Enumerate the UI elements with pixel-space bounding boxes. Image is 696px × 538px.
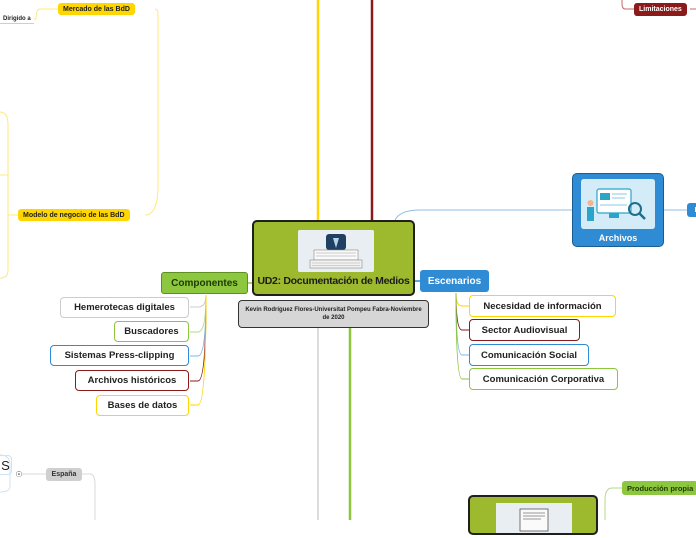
mercado-bdd-node[interactable]: Mercado de las BdD (58, 3, 135, 15)
archivos-label: Archivos (598, 233, 638, 243)
limitaciones-node[interactable]: Limitaciones (634, 3, 687, 16)
necesidad-informacion-node[interactable]: Necesidad de información (469, 295, 616, 317)
escenarios-node[interactable]: Escenarios (420, 270, 489, 292)
bases-de-datos-node[interactable]: Bases de datos (96, 395, 189, 416)
computer-search-image (581, 179, 655, 229)
left-edge-node[interactable]: S (0, 455, 12, 475)
connector-lines (0, 0, 696, 520)
comunicacion-social-node[interactable]: Comunicación Social (469, 344, 589, 366)
produccion-propia-node[interactable]: Producción propia (622, 481, 696, 495)
archivos-node[interactable]: Archivos (572, 173, 664, 247)
dirigido-a-node[interactable]: Dirigido a (0, 14, 34, 24)
central-title: UD2: Documentación de Medios (257, 275, 410, 287)
globe-icon: ☉ (15, 469, 23, 479)
sector-audiovisual-node[interactable]: Sector Audiovisual (469, 319, 580, 341)
archivos-child-node[interactable]: P (687, 203, 696, 217)
newspaper-reader-image (298, 230, 374, 272)
central-topic[interactable]: UD2: Documentación de Medios (252, 220, 415, 296)
comunicacion-corporativa-node[interactable]: Comunicación Corporativa (469, 368, 618, 390)
hemerotecas-digitales-node[interactable]: Hemerotecas digitales (60, 297, 189, 318)
bottom-topic-node[interactable] (468, 495, 598, 535)
modelo-negocio-bdd-node[interactable]: Modelo de negocio de las BdD (18, 209, 130, 221)
componentes-node[interactable]: Componentes (161, 272, 248, 294)
sistemas-press-clipping-node[interactable]: Sistemas Press-clipping (50, 345, 189, 366)
author-subtitle[interactable]: Kevin Rodríguez Flores-Universitat Pompe… (238, 300, 429, 328)
documents-image (496, 503, 572, 533)
archivos-historicos-node[interactable]: Archivos históricos (75, 370, 189, 391)
espana-node[interactable]: España (46, 468, 82, 481)
buscadores-node[interactable]: Buscadores (114, 321, 189, 342)
